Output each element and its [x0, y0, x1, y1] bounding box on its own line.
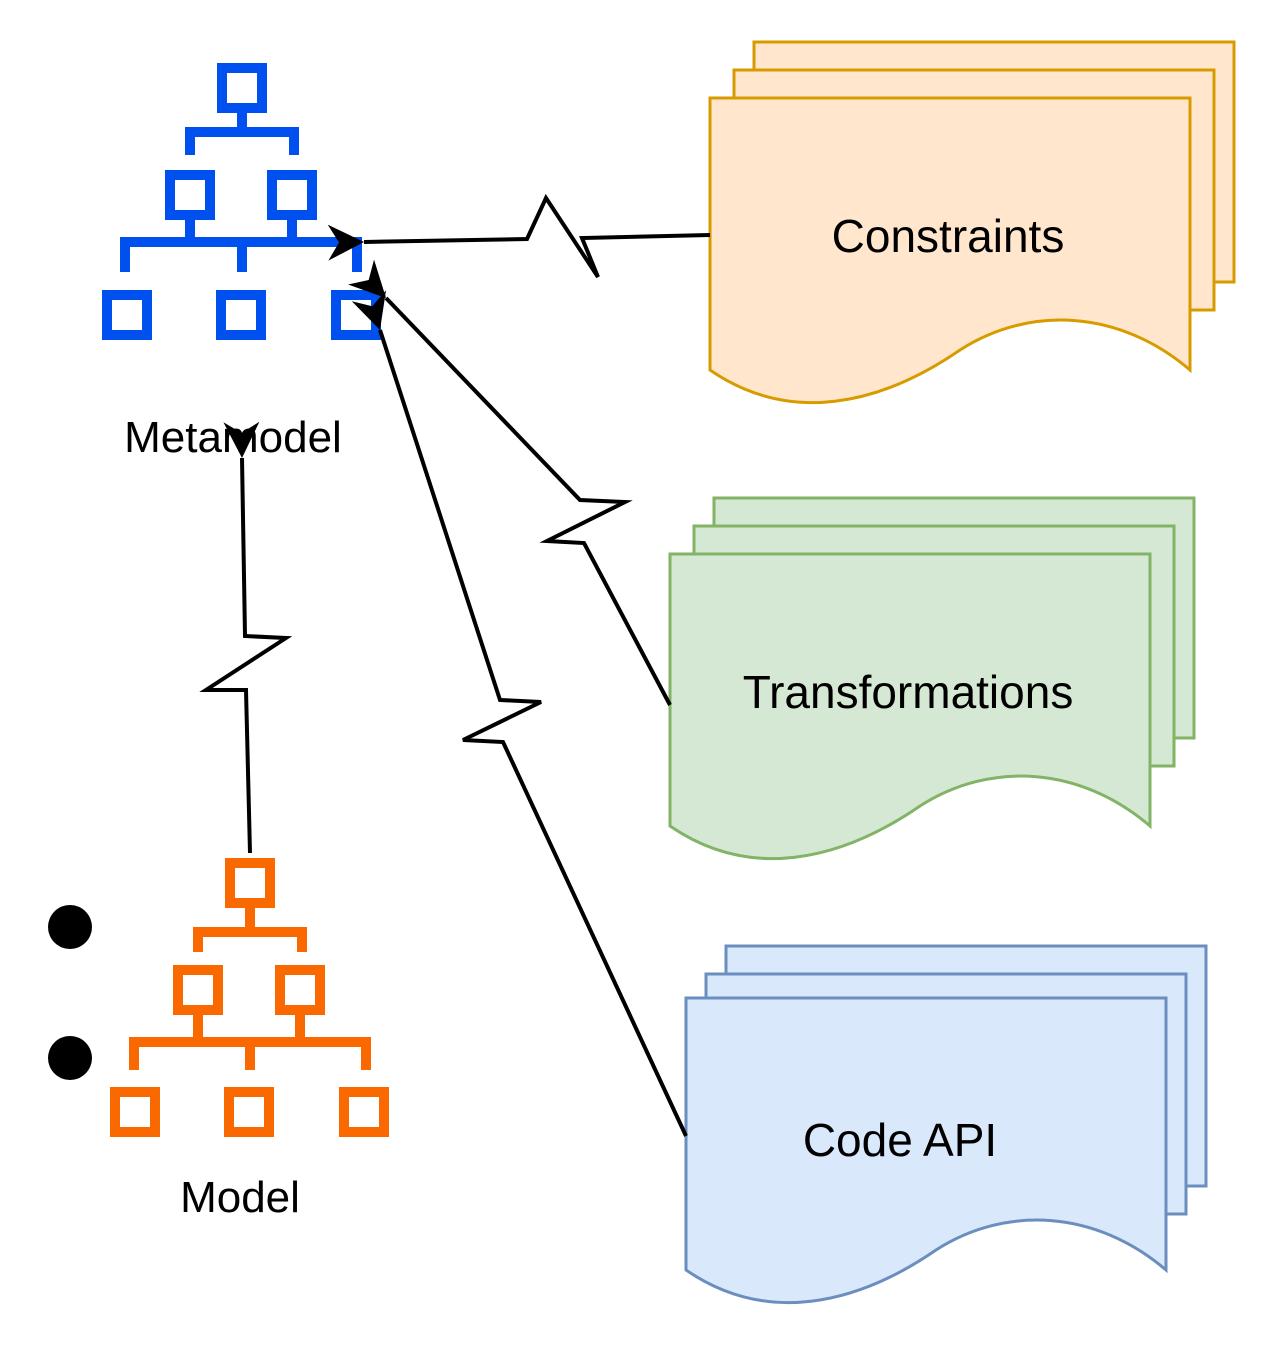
metamodel-hierarchy-icon	[102, 63, 381, 340]
model-label: Model	[180, 1173, 300, 1222]
bullet-dot-icon	[48, 1036, 92, 1080]
bullet-dot-icon	[48, 905, 92, 949]
transformations-label: Transformations	[743, 666, 1074, 718]
code-api-to-metamodel-connector[interactable]	[351, 290, 688, 1137]
transformations-to-metamodel-connector[interactable]	[348, 259, 672, 706]
constraints-document-stack[interactable]: Constraints	[708, 40, 1236, 405]
constraints-to-metamodel-connector[interactable]	[327, 193, 711, 279]
code-api-document-stack[interactable]: Code API	[684, 944, 1208, 1305]
code-api-label: Code API	[803, 1114, 997, 1166]
model-hierarchy-icon	[110, 858, 389, 1137]
transformations-document-stack[interactable]: Transformations	[668, 496, 1196, 861]
metamodel-label: Metamodel	[124, 413, 342, 462]
model-to-metamodel-connector[interactable]	[199, 421, 293, 854]
constraints-label: Constraints	[832, 210, 1065, 262]
